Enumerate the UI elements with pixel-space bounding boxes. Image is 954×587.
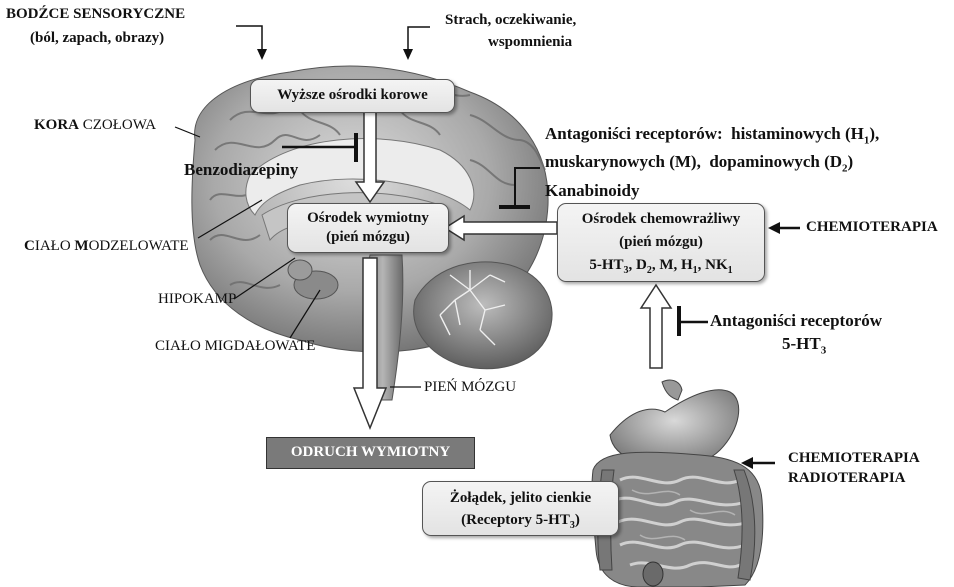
cannabinoids-label: Kanabinoidy (545, 180, 879, 202)
vomiting-reflex-label: ODRUCH WYMIOTNY (291, 444, 450, 460)
chemo-radio-label: CHEMIOTERAPIA RADIOTERAPIA (788, 448, 920, 488)
frontal-cortex-label-b: CZOŁOWA (79, 117, 156, 133)
vomiting-center-sublabel: (pień mózgu) (288, 228, 448, 247)
vomiting-center-box: Ośrodek wymiotny (pień mózgu) (287, 203, 449, 253)
gut-to-chemoreceptor-arrow (641, 285, 671, 368)
cortical-centers-label: Wyższe ośrodki korowe (277, 87, 428, 103)
corpus-callosum-label-a: C (24, 238, 35, 254)
ht3-antagonists-label: Antagoniści receptorów (710, 311, 882, 331)
sensory-stimuli-title: BODŹCE SENSORYCZNE (6, 6, 185, 23)
chemoreceptor-zone-box: Ośrodek chemowrażliwy (pień mózgu) 5-HT3… (557, 203, 765, 282)
chemotherapy-label-2: CHEMIOTERAPIA (788, 448, 920, 468)
chemoreceptor-receptors: 5-HT3, D2, M, H1, NK1 (558, 254, 764, 282)
emotional-arrow (408, 27, 430, 52)
receptor-antagonists-line2: muskarynowych (M), dopaminowych (D2) (545, 151, 879, 179)
amygdala-label: CIAŁO MIGDAŁOWATE (155, 338, 315, 355)
frontal-cortex-label: KORA CZOŁOWA (34, 117, 156, 134)
brainstem-label: PIEŃ MÓZGU (424, 379, 516, 396)
digestive-tract-illustration (592, 380, 763, 587)
receptor-antagonists-label: Antagoniści receptorów: histaminowych (H… (545, 123, 879, 202)
emotional-arrowhead (403, 49, 413, 60)
ht3-antagonist-inhibitor (679, 306, 708, 336)
gut-receptors: (Receptory 5-HT3) (423, 509, 618, 537)
sensory-arrowhead (257, 49, 267, 60)
ht3-antagonists-sublabel: 5-HT3 (782, 334, 826, 356)
chemoreceptor-zone-sublabel: (pień mózgu) (558, 231, 764, 254)
cortical-centers-box: Wyższe ośrodki korowe (250, 79, 455, 113)
chemotherapy-arrow (768, 222, 800, 234)
corpus-callosum-label: CIAŁO MODZELOWATE (24, 238, 189, 255)
gut-box: Żołądek, jelito cienkie (Receptory 5-HT3… (422, 481, 619, 536)
gut-label: Żołądek, jelito cienkie (423, 487, 618, 509)
corpus-callosum-label-b: IAŁO (35, 238, 75, 254)
sensory-stimuli-subtitle: (ból, zapach, obrazy) (30, 30, 164, 47)
chemotherapy-label: CHEMIOTERAPIA (806, 219, 938, 236)
chemo-radio-arrow (741, 457, 775, 469)
corpus-callosum-label-c: M (74, 238, 88, 254)
benzodiazepines-label: Benzodiazepiny (184, 160, 298, 180)
emotional-stimuli-line2: wspomnienia (488, 34, 572, 51)
radiotherapy-label: RADIOTERAPIA (788, 468, 920, 488)
emotional-stimuli-line1: Strach, oczekiwanie, (445, 12, 576, 29)
vomiting-reflex-box: ODRUCH WYMIOTNY (266, 437, 475, 469)
frontal-cortex-label-a: KORA (34, 117, 79, 133)
sensory-arrow (236, 26, 262, 52)
corpus-callosum-label-d: ODZELOWATE (89, 238, 189, 254)
receptor-antagonists-line1: Antagoniści receptorów: histaminowych (H… (545, 123, 879, 151)
vomiting-center-label: Ośrodek wymiotny (288, 209, 448, 228)
chemoreceptor-zone-label: Ośrodek chemowrażliwy (558, 208, 764, 231)
hippocampus-label: HIPOKAMP (158, 291, 236, 308)
